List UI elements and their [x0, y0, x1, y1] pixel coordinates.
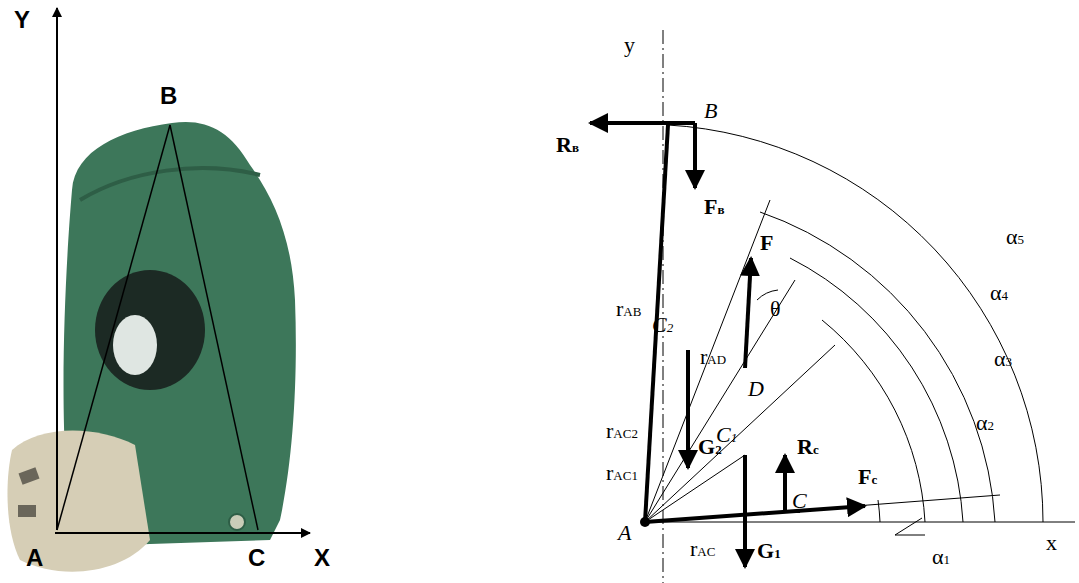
- point-label: C1: [716, 424, 737, 446]
- point-label: Rв: [556, 134, 579, 156]
- point-label: X: [314, 546, 330, 570]
- point-label: A: [618, 522, 631, 544]
- point-label: F: [760, 232, 773, 254]
- point-label: C: [248, 546, 265, 570]
- point-label: α1: [932, 546, 950, 568]
- point-label: rAC1: [606, 462, 638, 484]
- point-label: rAC: [690, 538, 715, 560]
- point-label: θ: [770, 298, 781, 320]
- point-label: x: [1046, 532, 1057, 554]
- point-label: B: [704, 100, 717, 122]
- point-label: Y: [14, 8, 30, 32]
- point-label: α2: [976, 412, 994, 434]
- point-label: C2: [652, 314, 673, 336]
- point-label: D: [748, 378, 764, 400]
- point-label: Rc: [797, 436, 819, 458]
- point-label: rAB: [616, 298, 641, 320]
- point-label: rAD: [700, 346, 726, 368]
- point-label: α3: [994, 348, 1012, 370]
- point-label: A: [26, 546, 43, 570]
- point-label: C: [792, 490, 807, 512]
- point-label: α5: [1006, 226, 1024, 248]
- point-label: Fв: [704, 196, 724, 218]
- point-label: G1: [757, 540, 781, 562]
- point-label: B: [160, 84, 177, 108]
- point-label: α4: [990, 282, 1008, 304]
- point-label: y: [624, 34, 635, 56]
- point-label: rAC2: [606, 420, 638, 442]
- point-label: Fc: [858, 466, 877, 488]
